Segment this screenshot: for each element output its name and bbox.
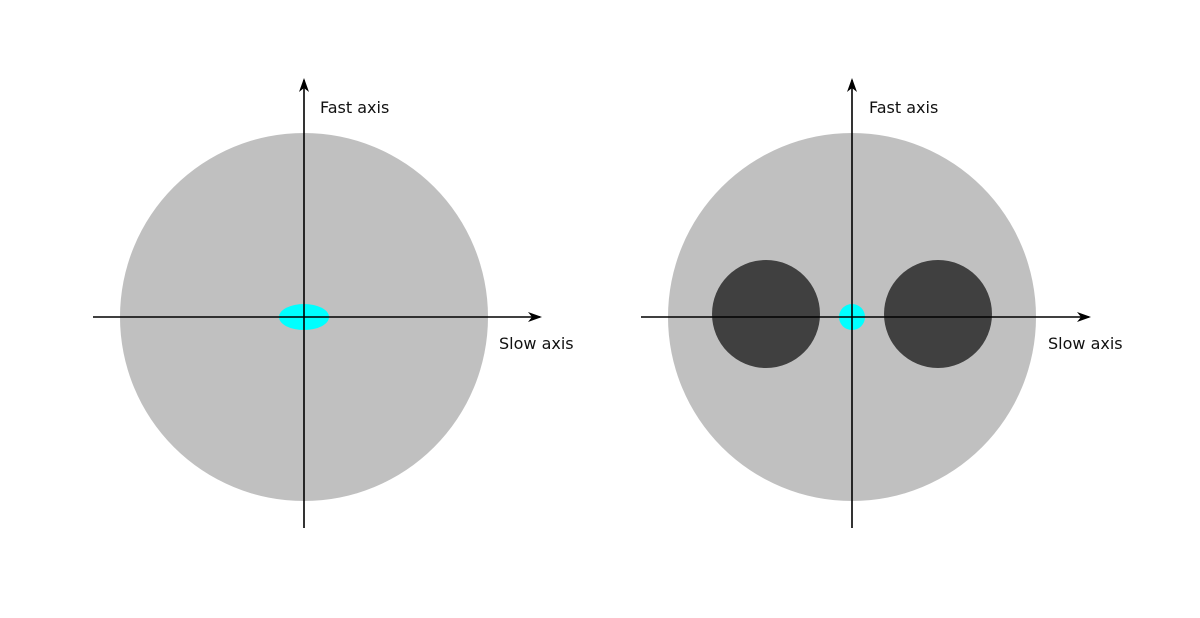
elliptical-core-fiber-diagram: Fast axis Slow axis: [93, 78, 574, 528]
fast-axis-label: Fast axis: [320, 98, 389, 117]
slow-axis-label: Slow axis: [1048, 334, 1123, 353]
fast-axis-label: Fast axis: [869, 98, 938, 117]
panda-fiber-diagram: Fast axis Slow axis: [641, 78, 1123, 528]
slow-axis-label: Slow axis: [499, 334, 574, 353]
stress-rod-right: [884, 260, 992, 368]
stress-rod-left: [712, 260, 820, 368]
